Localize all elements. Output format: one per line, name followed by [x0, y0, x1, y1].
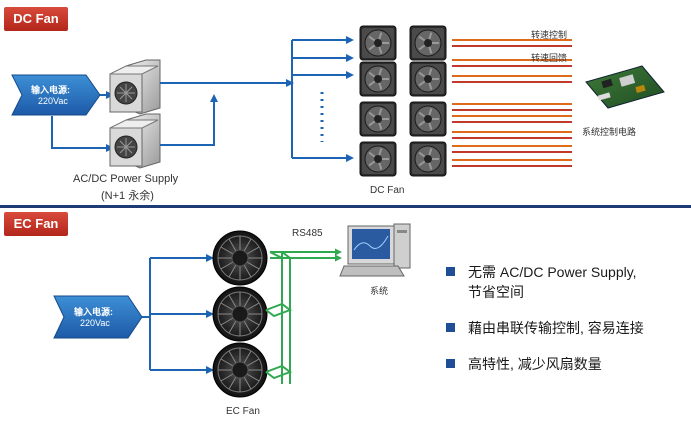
control-board-circuit-board-icon — [585, 65, 665, 109]
dc-fan-icon — [359, 141, 397, 177]
ec-fan-array — [212, 230, 268, 398]
ec-fan-label: EC Fan — [226, 406, 260, 417]
psu-sublabel: (N+1 永余) — [101, 190, 154, 202]
ec-input-connectors — [142, 254, 214, 374]
ec-section-badge: EC Fan — [4, 212, 68, 236]
benefit-text-line: 无需 AC/DC Power Supply, — [468, 264, 637, 280]
dc-fan-icon — [359, 25, 397, 61]
board-label: 系统控制电路 — [582, 127, 637, 137]
psu-unit-1-power-supply-icon — [109, 59, 161, 115]
benefit-item: 高特性, 减少风扇数量 — [446, 354, 686, 374]
ec-input-arrow-icon — [53, 295, 143, 339]
dc-section-badge: DC Fan — [4, 7, 68, 31]
bullet-square-icon — [446, 359, 455, 368]
dc-input-label: 输入电源: — [31, 85, 70, 95]
wire-label-speed-control: 转速控制 — [531, 30, 568, 40]
ec-benefits-list: 无需 AC/DC Power Supply, 节省空间 藉由串联传输控制, 容易… — [446, 262, 686, 390]
psu-unit-2-power-supply-icon — [109, 113, 161, 169]
benefit-text-line: 藉由串联传输控制, 容易连接 — [468, 320, 644, 336]
dc-control-wires — [452, 39, 572, 167]
dc-fan-label: DC Fan — [370, 185, 405, 196]
rs485-label: RS485 — [292, 228, 323, 239]
wire-label-speed-feedback: 转速回馈 — [531, 53, 568, 63]
ec-fan-icon — [212, 230, 268, 286]
dc-input-voltage: 220Vac — [38, 96, 68, 106]
system-computer-icon — [339, 223, 411, 277]
rs485-bus — [265, 248, 342, 384]
bullet-square-icon — [446, 267, 455, 276]
ec-fan-icon — [212, 286, 268, 342]
benefit-text-line: 节省空间 — [468, 284, 524, 300]
bullet-square-icon — [446, 323, 455, 332]
dc-fan-icon — [409, 141, 447, 177]
psu-label: AC/DC Power Supply — [73, 173, 179, 185]
benefit-item: 无需 AC/DC Power Supply, 节省空间 — [446, 262, 686, 302]
dc-psu-output-lines — [160, 36, 354, 162]
dc-input-arrow-icon — [11, 74, 101, 116]
section-divider — [0, 205, 691, 208]
dc-fan-icon — [409, 25, 447, 61]
ec-fan-icon — [212, 342, 268, 398]
computer-label: 系统 — [370, 286, 389, 296]
dc-fan-icon — [359, 61, 397, 97]
dc-fan-array — [359, 25, 447, 177]
dc-fan-icon — [359, 101, 397, 137]
dc-fan-icon — [409, 101, 447, 137]
dc-fan-icon — [409, 61, 447, 97]
benefit-item: 藉由串联传输控制, 容易连接 — [446, 318, 686, 338]
benefit-text-line: 高特性, 减少风扇数量 — [468, 356, 602, 372]
ec-input-voltage: 220Vac — [80, 318, 110, 328]
ec-input-label: 输入电源: — [74, 307, 113, 317]
